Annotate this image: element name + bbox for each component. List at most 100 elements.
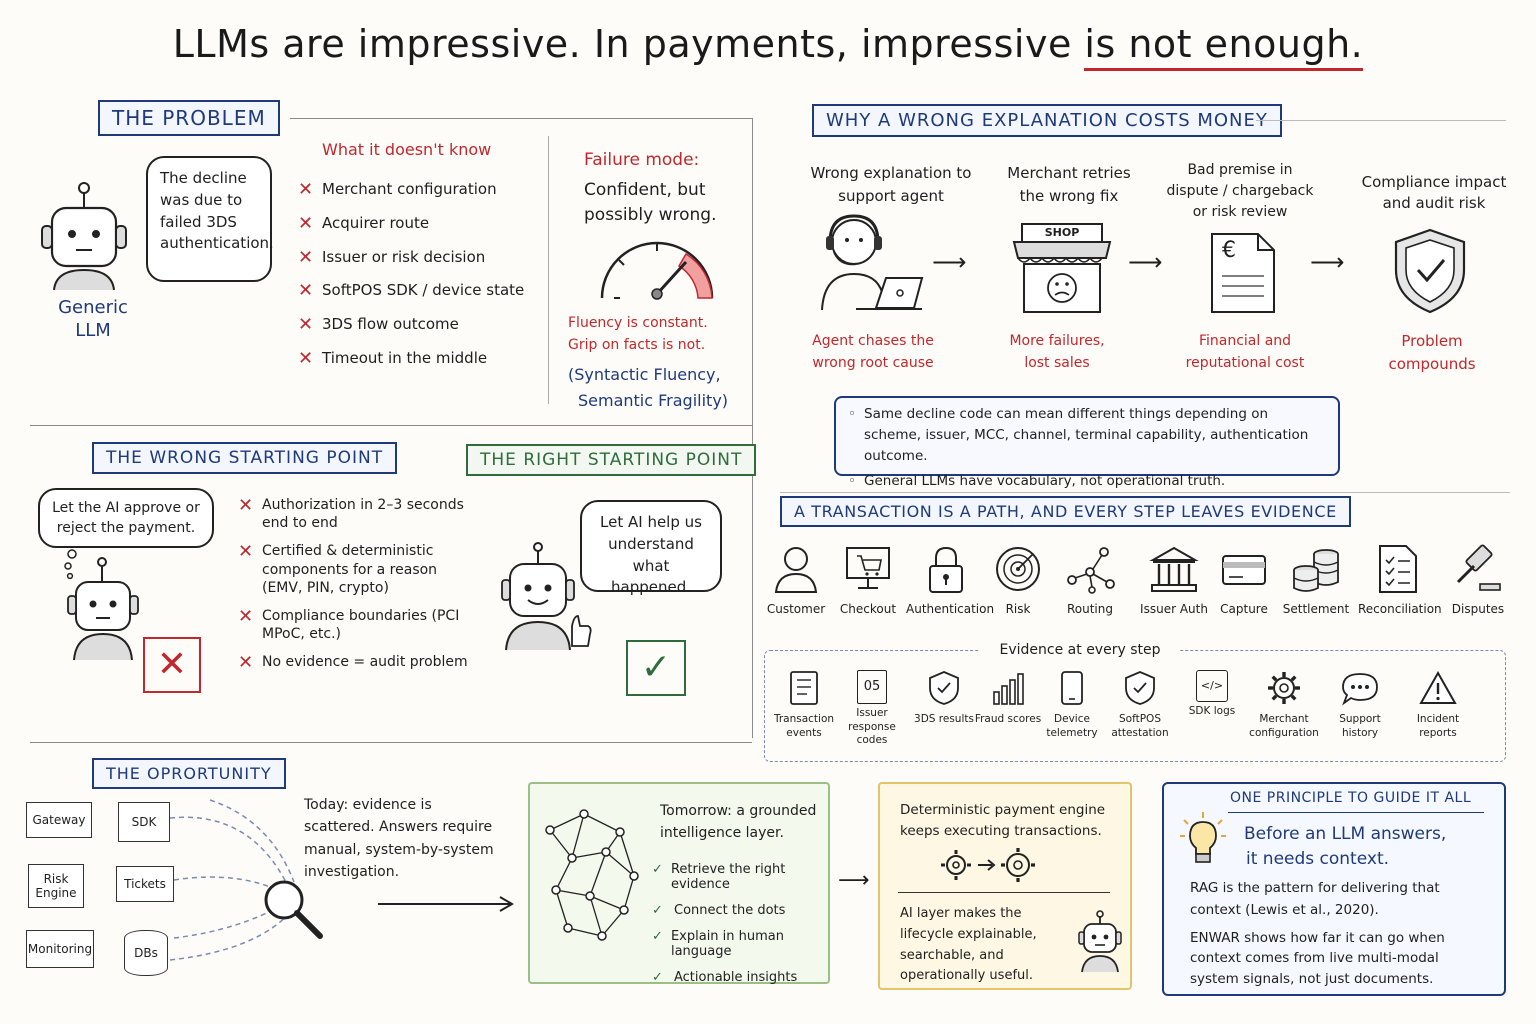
cost-step-3-top: Bad premise in dispute / chargeback or r… [1166,162,1314,220]
speedometer-icon [600,241,714,300]
list-item: ✓Explain in human language [652,929,785,959]
evidence-3ds-results: 3DS results [906,670,982,727]
list-item: ✕Timeout in the middle [298,347,488,369]
smartphone-icon [1061,671,1083,705]
list-item: ✓Connect the dots [652,903,786,918]
step-issuer-auth: Issuer Auth [1134,544,1214,617]
engine-top-text: Deterministic payment engine keeps execu… [900,802,1106,839]
source-sdk: SDK [118,802,170,842]
radar-target-icon [996,547,1040,591]
engine-box [878,782,1132,990]
list-item: ✕Certified & deterministic components fo… [238,541,438,596]
divider [780,492,1510,493]
source-risk-engine: Risk Engine [28,864,84,908]
euro-symbol: € [1222,238,1236,263]
chat-bubble-icon [1342,673,1378,706]
flow-arrow: ⟶ [838,868,870,893]
evidence-device-telemetry: Device telemetry [1034,670,1110,740]
path-tag: A TRANSACTION IS A PATH, AND EVERY STEP … [780,496,1351,527]
flow-arrow: ⟶ [1128,248,1163,276]
evidence-issuer-codes: 05 Issuer response codes [834,670,910,748]
source-gateway: Gateway [26,802,92,838]
list-item: ✕Acquirer route [298,212,430,234]
divider [898,892,1110,893]
step-routing: Routing [1050,544,1130,617]
events-document-icon [790,671,818,705]
shield-check-icon [1394,228,1466,314]
principle-quote: Before an LLM answers, it needs context. [1244,824,1447,869]
failure-text: Confident, but possibly wrong. [584,180,717,225]
code-icon: </> [1196,670,1228,702]
cost-step-4-top: Compliance impact and audit risk [1361,173,1507,212]
step-disputes: Disputes [1438,544,1518,617]
credit-card-icon [1222,555,1266,585]
list-item: ✕3DS flow outcome [298,314,459,336]
wrong-speech-bubble: Let the AI approve or reject the payment… [38,488,214,548]
principle-heading: ONE PRINCIPLE TO GUIDE IT ALL [1230,790,1472,806]
invoice-document-icon [1211,233,1275,313]
routing-nodes-icon [1067,547,1115,594]
bar-chart-icon [993,673,1024,705]
evidence-softpos-attestation: SoftPOS attestation [1102,670,1178,740]
divider [290,118,752,119]
today-text: Today: evidence is scattered. Answers re… [304,797,494,881]
network-graph-icon [545,809,639,941]
right-speech-bubble: Let AI help us understand what happened. [580,500,722,596]
problem-tag: THE PROBLEM [98,100,280,136]
list-item: ✓Actionable insights [652,970,798,985]
shop-sign: SHOP [1044,226,1080,239]
unknown-heading: What it doesn't know [322,140,492,159]
evidence-heading: Evidence at every step [980,642,1180,658]
divider [1256,120,1506,121]
step-reconciliation: Reconciliation [1358,544,1442,617]
divider [30,742,752,743]
right-start-tag: THE RIGHT STARTING POINT [466,444,757,476]
thinking-robot-icon [64,549,139,661]
cost-step-3-bottom: Financial and reputational cost [1185,333,1305,372]
cost-step-2-bottom: More failures, lost sales [1009,333,1105,372]
engine-bottom-text: AI layer makes the lifecycle explainable… [900,906,1037,984]
long-arrow-icon [378,896,514,912]
padlock-icon [929,546,963,593]
page-title: LLMs are impressive. In payments, impres… [0,22,1536,71]
list-item: ◦General LLMs have vocabulary, not opera… [848,472,1226,489]
cost-step-1-bottom: Agent chases the wrong root cause [812,333,934,372]
evidence-merchant-config: Merchant configuration [1246,670,1322,740]
flow-arrow: ⟶ [1310,248,1345,276]
divider [548,136,549,404]
evidence-sdk-logs: </> SDK logs [1174,670,1250,719]
magnifier-icon [264,880,323,939]
cost-tag: WHY A WRONG EXPLANATION COSTS MONEY [812,104,1282,137]
gear-icon [1268,672,1300,704]
reject-x-icon: ✕ [143,637,201,693]
tomorrow-heading: Tomorrow: a grounded intelligence layer. [660,803,817,842]
step-capture: Capture [1204,544,1284,617]
evidence-incident-reports: Incident reports [1400,670,1476,740]
tomorrow-box [528,782,830,984]
fluency-note: Fluency is constant. Grip on facts is no… [568,315,708,354]
failure-heading: Failure mode: [584,150,700,170]
checklist-document-icon [1379,545,1417,593]
step-customer: Customer [756,544,836,617]
wrong-start-tag: THE WRONG STARTING POINT [92,442,398,474]
attestation-shield-icon [1125,671,1155,705]
source-monitoring: Monitoring [26,930,94,968]
principle-enwar-text: ENWAR shows how far it can go when conte… [1190,930,1445,987]
step-checkout: Checkout [828,544,908,617]
principle-box [1162,782,1506,996]
gavel-icon [1456,544,1501,591]
syntactic-note: (Syntactic Fluency, Semantic Fragility) [568,365,729,410]
evidence-support-history: Support history [1322,670,1398,740]
unknown-list: ✕Merchant configuration ✕Acquirer route … [298,180,538,369]
list-item: ✕Merchant configuration [298,179,497,200]
principle-rag-text: RAG is the pattern for delivering that c… [1190,880,1440,918]
step-risk: Risk [978,544,1058,617]
divider [1228,812,1484,813]
coin-stack-icon [1293,549,1339,592]
step-authentication: Authentication [906,544,994,617]
flow-arrow: ⟶ [932,248,967,276]
list-item: ◦Same decline code can mean different th… [848,406,1309,464]
response-code-icon: 05 [857,670,887,704]
shield-icon [929,671,959,705]
list-item: ✕SoftPOS SDK / device state [298,280,525,302]
